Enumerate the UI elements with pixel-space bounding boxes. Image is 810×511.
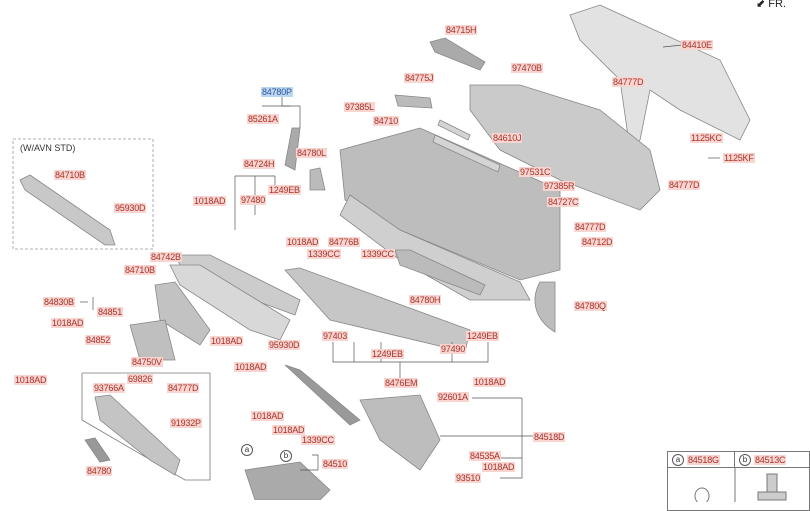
- part-label[interactable]: 97531C: [519, 167, 552, 177]
- part-label[interactable]: 97385R: [543, 181, 576, 191]
- air-duct-part: [469, 84, 661, 211]
- front-marker-text: FR.: [768, 0, 787, 10]
- part-label[interactable]: 1018AD: [473, 377, 507, 387]
- part-label[interactable]: 69826: [127, 374, 154, 384]
- part-label[interactable]: 1249EB: [268, 185, 301, 195]
- part-label[interactable]: 97470B: [511, 63, 543, 73]
- part-label[interactable]: 84777D: [612, 77, 645, 87]
- inset-title: (W/AVN STD): [20, 143, 76, 153]
- legend-key-a: a: [672, 454, 684, 466]
- clip-icon: [694, 487, 710, 502]
- part-label[interactable]: 84610J: [492, 133, 523, 143]
- part-label[interactable]: 1018AD: [14, 375, 48, 385]
- legend-key-b: b: [739, 454, 751, 466]
- part-label[interactable]: 84710B: [54, 170, 86, 180]
- part-label[interactable]: 84724H: [243, 159, 276, 169]
- part-label[interactable]: 91932P: [170, 418, 202, 428]
- part-label[interactable]: 84712D: [581, 237, 614, 247]
- part-label[interactable]: 1018AD: [193, 196, 227, 206]
- part-label[interactable]: 92601A: [437, 392, 469, 402]
- part-label[interactable]: 1018AD: [482, 462, 516, 472]
- legend-parts-icons: [694, 468, 787, 502]
- legend-cell-a[interactable]: a 84518G: [668, 452, 735, 468]
- part-label[interactable]: 84780L: [296, 148, 327, 158]
- part-label[interactable]: 84780: [86, 466, 113, 476]
- part-label[interactable]: 84535A: [469, 451, 501, 461]
- part-label[interactable]: 97385L: [344, 102, 375, 112]
- part-label[interactable]: 1018AD: [210, 336, 244, 346]
- part-label[interactable]: 85261A: [247, 114, 279, 124]
- part-label[interactable]: 84518D: [533, 432, 566, 442]
- part-label[interactable]: 84710: [373, 116, 400, 126]
- part-label[interactable]: 1018AD: [251, 411, 285, 421]
- part-label[interactable]: 1249EB: [371, 349, 404, 359]
- part-label[interactable]: 84710B: [124, 265, 156, 275]
- part-label[interactable]: 97490: [440, 344, 467, 354]
- part-label[interactable]: 1339CC: [301, 435, 335, 445]
- part-label[interactable]: 84777D: [167, 383, 200, 393]
- part-label[interactable]: 84410E: [681, 40, 713, 50]
- part-label[interactable]: 97403: [322, 331, 349, 341]
- arrow-icon: ⬋: [756, 0, 766, 10]
- part-label[interactable]: 84715H: [445, 25, 478, 35]
- part-label[interactable]: 84727C: [547, 197, 580, 207]
- part-label[interactable]: 84780Q: [574, 301, 607, 311]
- callout-b: b: [280, 450, 292, 462]
- part-label[interactable]: 84750V: [131, 357, 163, 367]
- part-label-selected[interactable]: 84780P: [261, 87, 293, 97]
- part-label[interactable]: 84851: [97, 307, 124, 317]
- bumper-icon: [766, 473, 778, 493]
- part-label[interactable]: 1249EB: [466, 331, 499, 341]
- legend-cell-b[interactable]: b 84513C: [735, 452, 810, 468]
- part-label[interactable]: 1125KC: [690, 133, 723, 143]
- part-label[interactable]: 84852: [85, 335, 112, 345]
- part-label[interactable]: 84830B: [43, 297, 75, 307]
- part-label[interactable]: 1018AD: [286, 237, 320, 247]
- part-label[interactable]: 1018AD: [234, 362, 268, 372]
- part-label[interactable]: 84510: [322, 459, 349, 469]
- part-label[interactable]: 95930D: [268, 340, 301, 350]
- part-label[interactable]: 93766A: [93, 383, 125, 393]
- glove-box-part: [244, 461, 331, 500]
- callout-a: a: [241, 444, 253, 456]
- parts-illustration: [12, 4, 751, 500]
- cowl-crossbar-part: [569, 4, 751, 151]
- front-direction-marker: ⬋ FR.: [756, 0, 786, 10]
- part-label[interactable]: 93510: [455, 473, 482, 483]
- part-label[interactable]: 84776B: [328, 237, 360, 247]
- part-label[interactable]: 84780H: [409, 295, 442, 305]
- part-label[interactable]: 1018AD: [51, 318, 85, 328]
- part-label[interactable]: 8476EM: [384, 378, 419, 388]
- part-label[interactable]: 97480: [240, 195, 267, 205]
- part-label[interactable]: 84777D: [574, 222, 607, 232]
- legend-part-label[interactable]: 84513C: [754, 455, 787, 465]
- part-label[interactable]: 95930D: [114, 203, 147, 213]
- part-label[interactable]: 1125KF: [723, 153, 755, 163]
- part-label[interactable]: 84742B: [150, 252, 182, 262]
- part-label[interactable]: 84777D: [668, 180, 701, 190]
- part-label[interactable]: 84775J: [404, 73, 435, 83]
- part-label[interactable]: 1018AD: [272, 425, 306, 435]
- part-label[interactable]: 1339CC: [361, 249, 395, 259]
- part-label[interactable]: 1339CC: [307, 249, 341, 259]
- legend-table: a 84518G b 84513C: [667, 451, 810, 511]
- legend-part-label[interactable]: 84518G: [687, 455, 720, 465]
